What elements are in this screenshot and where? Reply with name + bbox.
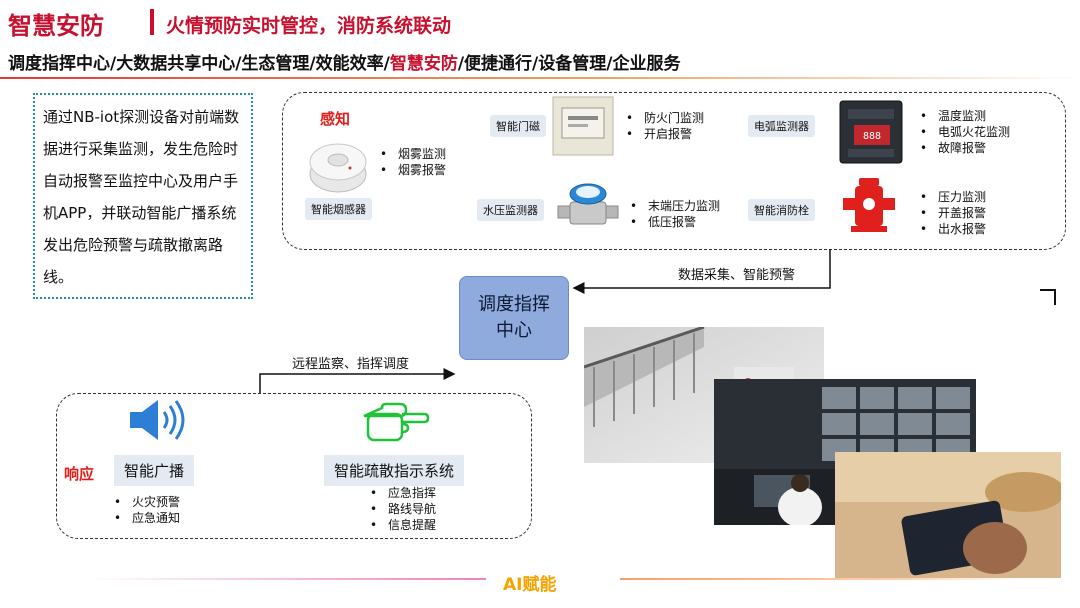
dispatch-center-label: 调度指挥中心 bbox=[478, 294, 550, 341]
broadcast-bullets: 火灾预警 应急通知 bbox=[114, 494, 180, 526]
smoke-detector-icon bbox=[309, 143, 367, 193]
response-label: 响应 bbox=[64, 465, 95, 483]
door-sensor-icon bbox=[552, 96, 614, 156]
evacuation-label: 智能疏散指示系统 bbox=[324, 455, 465, 486]
evacuation-bullets: 应急指挥 路线导航 信息提醒 bbox=[370, 485, 436, 533]
intro-box: 通过NB-iot探测设备对前端数据进行采集监测，发生危险时自动报警至监控中心及用… bbox=[33, 93, 253, 299]
list-item: 末端压力监测 bbox=[630, 198, 720, 214]
nav-items-after[interactable]: /便捷通行/设备管理/企业服务 bbox=[457, 54, 681, 74]
title-divider-bar bbox=[150, 9, 154, 35]
list-item: 温度监测 bbox=[920, 108, 1010, 124]
water-pressure-label: 水压监测器 bbox=[477, 199, 544, 221]
speaker-icon bbox=[130, 400, 185, 440]
footer-line-right bbox=[620, 578, 1020, 580]
list-item: 烟雾报警 bbox=[380, 162, 446, 178]
smoke-detector-label: 智能烟感器 bbox=[305, 198, 372, 220]
footer-line-left bbox=[90, 578, 486, 580]
door-bullets: 防火门监测 开启报警 bbox=[626, 110, 704, 142]
arc-monitor-icon: 888 bbox=[839, 100, 903, 164]
dispatch-center-node[interactable]: 调度指挥中心 bbox=[459, 276, 569, 360]
arc-monitor-label: 电弧监测器 bbox=[748, 115, 815, 137]
list-item: 应急指挥 bbox=[370, 485, 436, 501]
smoke-bullets: 烟雾监测 烟雾报警 bbox=[380, 146, 446, 178]
hydrant-bullets: 压力监测 开盖报警 出水报警 bbox=[920, 189, 986, 237]
list-item: 压力监测 bbox=[920, 189, 986, 205]
list-item: 电弧火花监测 bbox=[920, 124, 1010, 140]
pointing-hand-icon bbox=[363, 402, 430, 442]
page-title: 智慧安防 bbox=[8, 12, 104, 40]
list-item: 防火门监测 bbox=[626, 110, 704, 126]
water-meter-icon bbox=[557, 183, 619, 225]
ai-empower-label: AI赋能 bbox=[503, 575, 557, 595]
list-item: 路线导航 bbox=[370, 501, 436, 517]
broadcast-label: 智能广播 bbox=[114, 455, 195, 486]
edge-label-remote: 远程监察、指挥调度 bbox=[292, 357, 410, 372]
header-divider bbox=[0, 77, 1080, 79]
response-panel bbox=[56, 393, 532, 539]
arc-bullets: 温度监测 电弧火花监测 故障报警 bbox=[920, 108, 1010, 156]
edge-label-collect: 数据采集、智能预警 bbox=[678, 268, 796, 283]
breadcrumb-nav: 调度指挥中心/大数据共享中心/生态管理/效能效率/智慧安防/便捷通行/设备管理/… bbox=[8, 49, 680, 74]
list-item: 应急通知 bbox=[114, 510, 180, 526]
list-item: 火灾预警 bbox=[114, 494, 180, 510]
list-item: 信息提醒 bbox=[370, 517, 436, 533]
water-bullets: 末端压力监测 低压报警 bbox=[630, 198, 720, 230]
sense-label: 感知 bbox=[320, 110, 351, 128]
list-item: 烟雾监测 bbox=[380, 146, 446, 162]
hydrant-label: 智能消防栓 bbox=[748, 199, 815, 221]
list-item: 开启报警 bbox=[626, 126, 704, 142]
sensing-panel bbox=[282, 92, 1066, 250]
door-sensor-label: 智能门磁 bbox=[490, 115, 546, 137]
list-item: 出水报警 bbox=[920, 221, 986, 237]
svg-text:888: 888 bbox=[863, 131, 881, 142]
nav-items-before[interactable]: 调度指挥中心/大数据共享中心/生态管理/效能效率/ bbox=[8, 54, 390, 74]
list-item: 故障报警 bbox=[920, 140, 1010, 156]
page-subtitle: 火情预防实时管控，消防系统联动 bbox=[166, 15, 452, 37]
list-item: 开盖报警 bbox=[920, 205, 986, 221]
intro-text: 通过NB-iot探测设备对前端数据进行采集监测，发生危险时自动报警至监控中心及用… bbox=[43, 108, 240, 286]
corner-mark bbox=[1040, 289, 1056, 305]
fire-hydrant-icon bbox=[843, 178, 895, 232]
nav-item-active[interactable]: 智慧安防 bbox=[389, 54, 458, 74]
list-item: 低压报警 bbox=[630, 214, 720, 230]
mobile-phone-photo bbox=[835, 452, 1061, 578]
